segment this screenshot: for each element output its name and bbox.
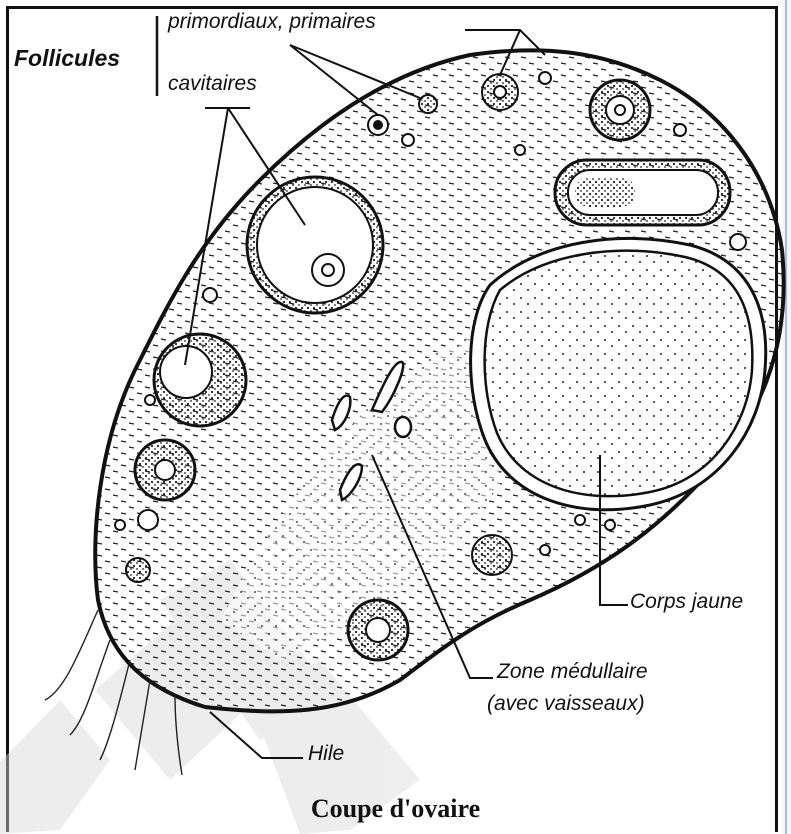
label-zone-medullaire: Zone médullaire [497,660,648,684]
label-avec-vaisseaux: (avec vaisseaux) [487,692,645,716]
figure-title: Coupe d'ovaire [0,794,791,824]
label-primordiaux: primordiaux, primaires [168,10,376,34]
label-corps-jaune: Corps jaune [630,590,743,614]
label-cavitaires: cavitaires [168,72,257,96]
label-follicules: Follicules [14,45,120,72]
follicle-cavitaire-left [154,334,246,426]
follicle-cavitaire-large [247,177,383,313]
follicle-elongated [555,160,730,225]
label-hile: Hile [308,742,344,766]
corps-jaune-shape [471,238,766,509]
